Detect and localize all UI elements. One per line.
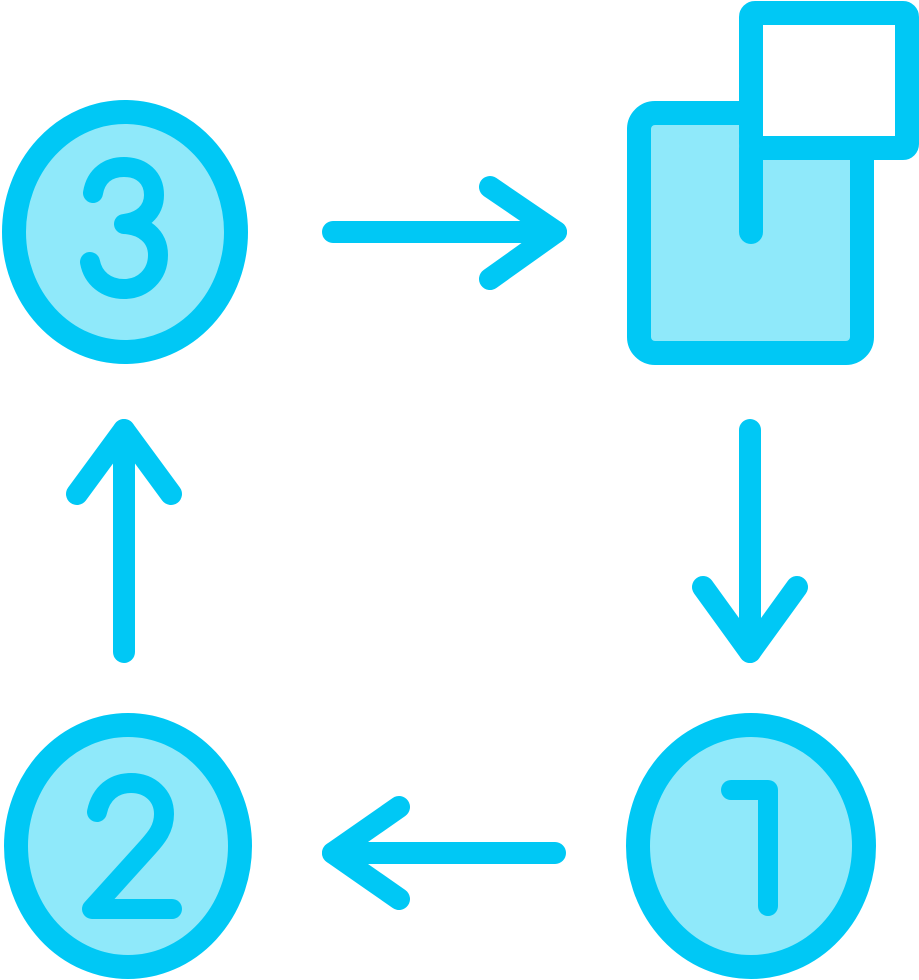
step-1-circle [626,713,876,979]
step-2-circle [4,713,252,979]
arrow-down-icon [692,419,808,663]
step-1-numeral [721,780,778,916]
arrow-up-icon [66,419,182,663]
step-3-numeral [80,157,168,299]
overlapping-squares-icon [627,1,919,365]
step-2-numeral [82,773,182,919]
arrow-left-icon [322,796,566,910]
step-3-circle [2,100,248,364]
arrow-right-icon [322,176,567,290]
